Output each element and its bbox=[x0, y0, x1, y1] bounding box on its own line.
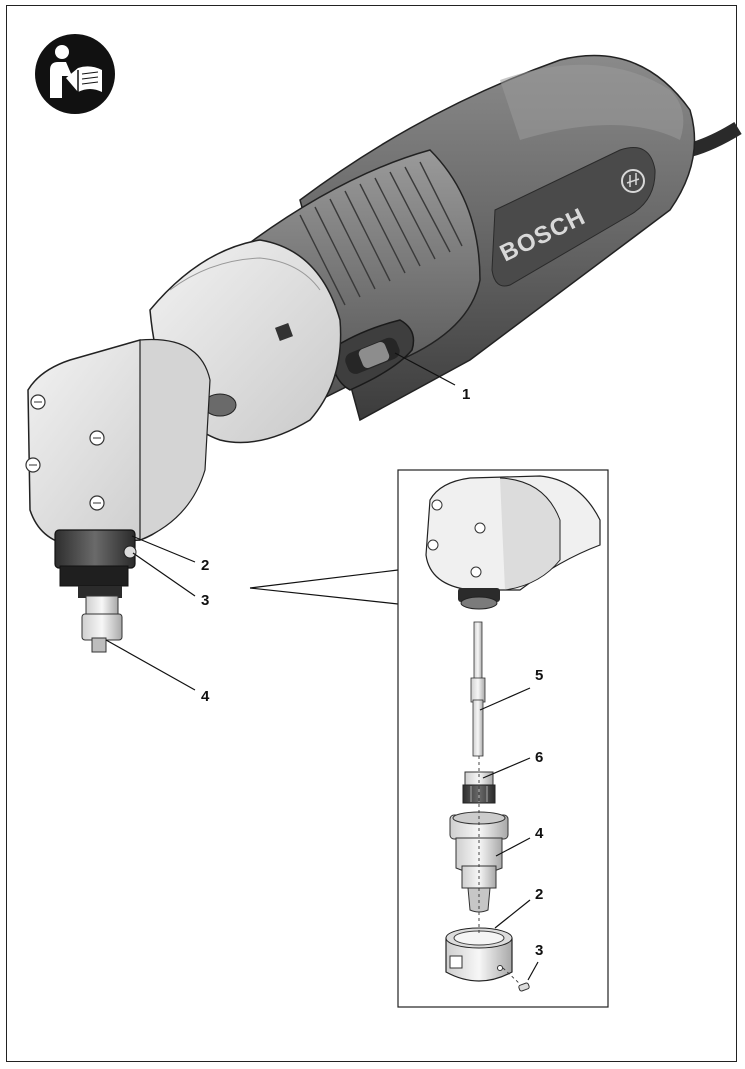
inset-callout-3: 3 bbox=[535, 942, 543, 959]
die-assembly bbox=[54, 529, 137, 653]
inset-nut bbox=[445, 927, 513, 982]
on-off-switch bbox=[329, 319, 415, 391]
power-cord bbox=[688, 122, 742, 157]
inset-head bbox=[425, 475, 601, 610]
inset-punch bbox=[470, 621, 486, 757]
read-manual-icon bbox=[35, 34, 115, 114]
callout-1: 1 bbox=[462, 386, 470, 403]
main-leader-lines bbox=[105, 352, 456, 691]
inset-callout-5: 5 bbox=[535, 667, 543, 684]
inset-screw bbox=[518, 982, 530, 992]
screw-axis bbox=[502, 967, 521, 985]
inset-callout-2: 2 bbox=[535, 886, 543, 903]
inset-callout-6: 6 bbox=[535, 749, 543, 766]
inset-callout-4: 4 bbox=[535, 825, 544, 842]
callout-2: 2 bbox=[201, 557, 209, 574]
inset-leader-lines bbox=[479, 687, 539, 981]
callout-4: 4 bbox=[201, 688, 210, 705]
callout-3: 3 bbox=[201, 592, 209, 609]
page-frame bbox=[6, 5, 737, 1062]
nibbler-head bbox=[25, 338, 211, 546]
